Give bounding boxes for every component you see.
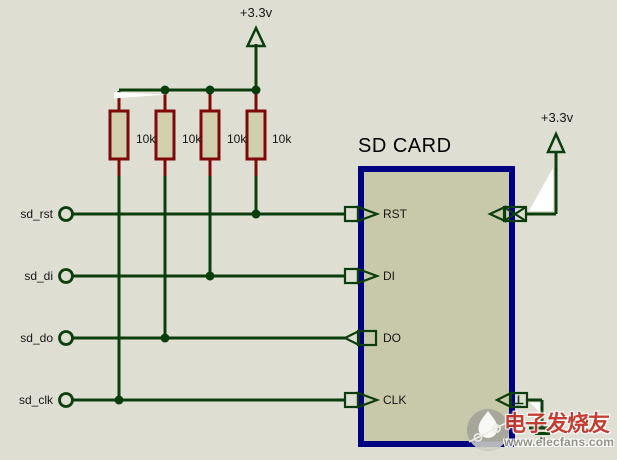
power-label-top: +3.3v bbox=[239, 5, 273, 20]
resistor-value-4: 10k bbox=[272, 132, 292, 146]
pin-right-gnd bbox=[494, 391, 529, 409]
pin-label-rst: RST bbox=[383, 207, 407, 221]
power-arrow-top-icon bbox=[245, 25, 267, 48]
pin-right-nc bbox=[487, 205, 528, 223]
pin-label-do: DO bbox=[383, 331, 401, 345]
power-arrow-right-icon bbox=[546, 130, 566, 154]
resistor-leads bbox=[117, 92, 258, 176]
watermark-brand: 电子发烧友 bbox=[504, 411, 610, 436]
terminal-label-sd-do: sd_do bbox=[20, 331, 53, 345]
resistor-value-3: 10k bbox=[227, 132, 247, 146]
chip-title: SD CARD bbox=[358, 135, 452, 157]
terminal-label-sd-di: sd_di bbox=[24, 269, 53, 283]
mini-ground-icon bbox=[513, 395, 524, 408]
sd-card-body bbox=[358, 166, 515, 447]
resistor-body-3 bbox=[199, 109, 221, 161]
x-mark-icon bbox=[503, 206, 527, 222]
junction-dots bbox=[114, 85, 261, 405]
resistor-value-1: 10k bbox=[136, 132, 156, 146]
pin-label-clk: CLK bbox=[383, 393, 407, 407]
resistor-body-1 bbox=[108, 109, 130, 161]
resistors bbox=[108, 109, 267, 161]
input-terminals bbox=[58, 206, 74, 408]
chip-right-pins bbox=[487, 205, 529, 409]
ground-symbol-icon bbox=[529, 426, 556, 441]
terminal-sd-clk bbox=[58, 392, 74, 408]
pin-clk bbox=[343, 391, 381, 409]
wire-right-power bbox=[526, 152, 558, 216]
power-label-right: +3.3v bbox=[540, 110, 574, 125]
resistor-body-2 bbox=[154, 109, 176, 161]
elecfans-logo-icon bbox=[467, 409, 509, 451]
terminal-label-sd-rst: sd_rst bbox=[20, 207, 53, 221]
wire-ground bbox=[527, 398, 544, 428]
pin-do bbox=[342, 329, 378, 347]
terminal-sd-do bbox=[58, 330, 74, 346]
pin-rst bbox=[343, 205, 381, 223]
terminal-label-sd-clk: sd_clk bbox=[18, 393, 53, 407]
resistor-body-4 bbox=[245, 109, 267, 161]
pin-di bbox=[343, 267, 381, 285]
watermark-url: www.elecfans.com bbox=[504, 435, 615, 449]
chip-left-pins bbox=[342, 205, 381, 409]
terminal-sd-rst bbox=[58, 206, 74, 222]
pin-label-di: DI bbox=[383, 269, 395, 283]
terminal-sd-di bbox=[58, 268, 74, 284]
resistor-value-2: 10k bbox=[182, 132, 202, 146]
highlight-wedges bbox=[114, 92, 553, 413]
